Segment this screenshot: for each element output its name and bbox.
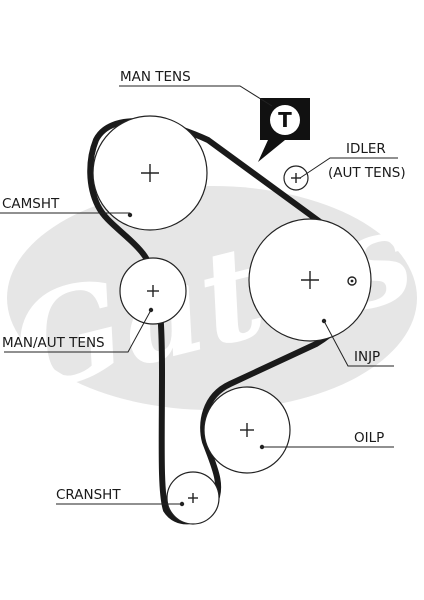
label-idler: IDLER bbox=[346, 141, 386, 157]
crankshaft-pulley bbox=[166, 471, 220, 525]
oil-pump-pulley bbox=[203, 386, 291, 474]
label-man-aut-tens: MAN/AUT TENS bbox=[2, 335, 105, 351]
label-oilp: OILP bbox=[354, 430, 384, 446]
label-camsht: CAMSHT bbox=[2, 196, 60, 212]
man-tens-leader bbox=[119, 85, 273, 107]
injp-leader bbox=[323, 320, 394, 367]
camshaft-pulley bbox=[92, 115, 208, 231]
idler-leader bbox=[299, 157, 398, 179]
label-cransht: CRANSHT bbox=[56, 487, 121, 503]
tensioner-pulley bbox=[119, 257, 187, 325]
idler-pulley bbox=[283, 165, 309, 191]
label-man-tens: MAN TENS bbox=[120, 69, 191, 85]
injection-pump-pulley bbox=[248, 218, 372, 342]
man-aut-tens-leader bbox=[4, 309, 152, 353]
tensioner-badge-letter: T bbox=[278, 108, 292, 132]
manual-tensioner-badge: T bbox=[258, 98, 310, 162]
label-injp: INJP bbox=[354, 349, 380, 365]
label-aut-tens: (AUT TENS) bbox=[328, 165, 406, 181]
